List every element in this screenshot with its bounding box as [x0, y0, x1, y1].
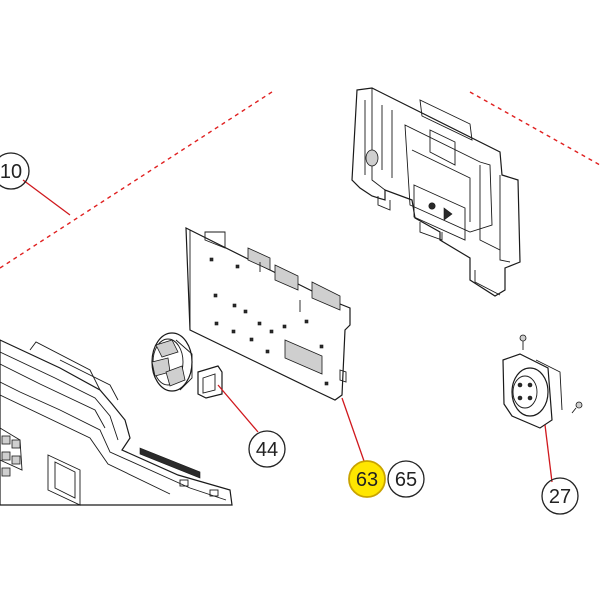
callout-44-label: 44	[256, 439, 278, 461]
callout-63[interactable]: 63	[348, 460, 386, 498]
board-components	[209, 257, 329, 386]
timer-motor[interactable]	[502, 353, 563, 429]
console-panel[interactable]	[0, 339, 233, 506]
console-buttons	[1, 435, 21, 477]
leader-lines	[22, 179, 553, 483]
callout-65-label: 65	[395, 469, 417, 491]
callout-10[interactable]: 10	[0, 152, 30, 190]
dashed-guide-lines	[0, 89, 600, 269]
callout-44[interactable]: 44	[248, 430, 286, 468]
callout-10-label: 10	[0, 161, 22, 183]
rear-housing[interactable]	[351, 87, 521, 297]
callout-63-label: 63	[356, 469, 378, 491]
callout-27-label: 27	[549, 486, 571, 508]
knob-switch[interactable]	[151, 332, 223, 399]
screws	[519, 334, 583, 414]
callout-65[interactable]: 65	[387, 460, 425, 498]
callout-27[interactable]: 27	[541, 477, 579, 515]
control-board[interactable]	[185, 227, 351, 401]
